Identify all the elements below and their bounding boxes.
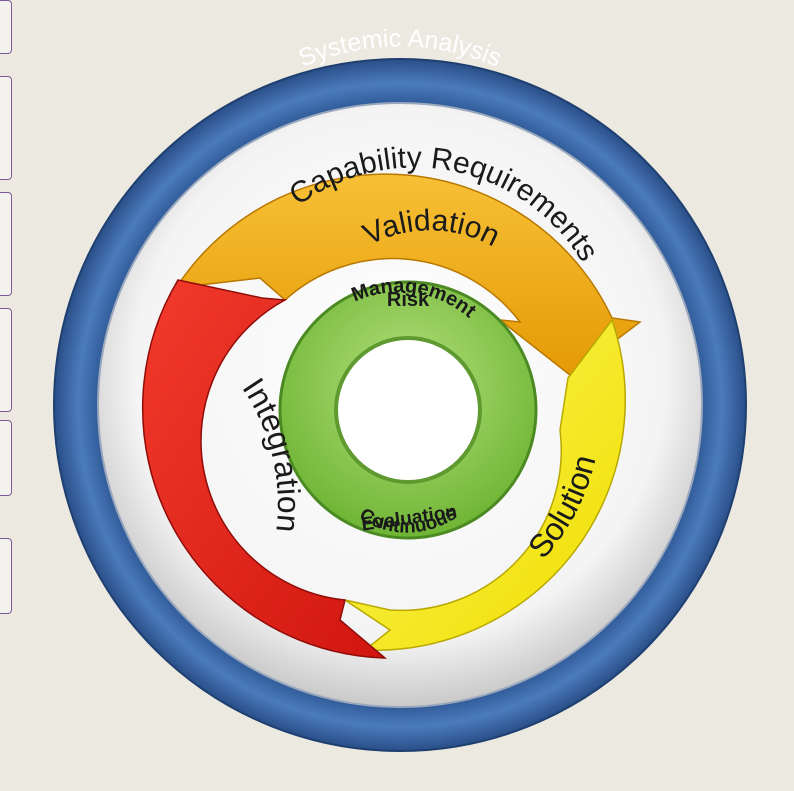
risk-label: Risk <box>387 289 430 311</box>
side-tab <box>0 76 12 180</box>
side-tab <box>0 0 12 54</box>
side-tab <box>0 420 12 496</box>
capability-segment <box>178 173 642 376</box>
side-tab <box>0 308 12 412</box>
inner-hole <box>334 336 482 484</box>
integration-segment <box>141 279 388 659</box>
side-tab <box>0 538 12 614</box>
side-tab <box>0 192 12 296</box>
solution-segment <box>344 318 626 651</box>
